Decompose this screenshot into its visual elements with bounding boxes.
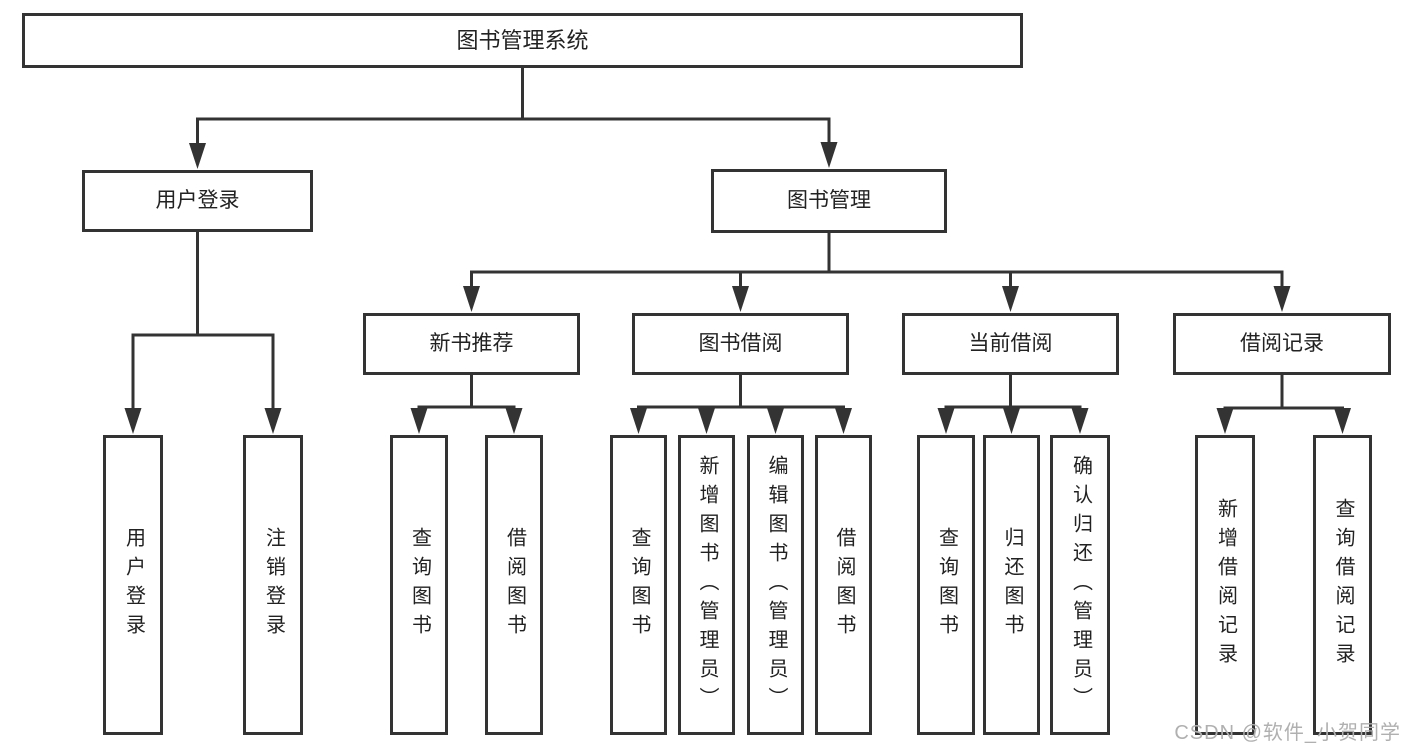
arrowhead-icon <box>1216 408 1234 434</box>
arrowhead-icon <box>463 286 480 312</box>
arrowhead-icon <box>630 408 647 434</box>
node-user-login: 用户登录 <box>82 170 313 232</box>
arrowhead-icon <box>410 408 428 434</box>
node-book-borrowing: 图书借阅 <box>632 313 849 375</box>
arrowhead-icon <box>732 286 749 312</box>
arrowhead-icon <box>1071 408 1089 434</box>
arrowhead-icon <box>835 408 852 434</box>
node-cb-confirm-return: 确认归还（管理员） <box>1050 435 1110 735</box>
node-bb-add-book: 新增图书（管理员） <box>678 435 735 735</box>
node-logout: 注销登录 <box>243 435 303 735</box>
node-book-management: 图书管理 <box>711 169 947 233</box>
arrowhead-icon <box>698 408 715 434</box>
arrowhead-icon <box>505 408 523 434</box>
arrowhead-icon <box>264 408 282 434</box>
node-cb-query-book: 查询图书 <box>917 435 975 735</box>
arrowhead-icon <box>767 408 784 434</box>
arrowhead-icon <box>189 143 206 169</box>
arrowhead-icon <box>937 408 955 434</box>
node-nbr-borrow-book: 借阅图书 <box>485 435 543 735</box>
arrowhead-icon <box>1334 408 1351 434</box>
node-root: 图书管理系统 <box>22 13 1023 68</box>
node-cb-return-book: 归还图书 <box>983 435 1040 735</box>
node-borrow-records: 借阅记录 <box>1173 313 1391 375</box>
node-bb-edit-book: 编辑图书（管理员） <box>747 435 804 735</box>
arrowhead-icon <box>1273 286 1291 312</box>
node-new-book-recommend: 新书推荐 <box>363 313 580 375</box>
node-login: 用户登录 <box>103 435 163 735</box>
watermark-text: CSDN @软件_小贺同学 <box>1174 722 1401 744</box>
arrowhead-icon <box>1002 286 1019 312</box>
arrowhead-icon <box>124 408 142 434</box>
node-br-add-record: 新增借阅记录 <box>1195 435 1255 735</box>
arrowhead-icon <box>1003 408 1020 434</box>
node-nbr-query-book: 查询图书 <box>390 435 448 735</box>
arrowhead-icon <box>820 142 838 168</box>
node-bb-borrow-book: 借阅图书 <box>815 435 872 735</box>
node-current-borrowing: 当前借阅 <box>902 313 1119 375</box>
node-bb-query-book: 查询图书 <box>610 435 667 735</box>
node-br-query-record: 查询借阅记录 <box>1313 435 1372 735</box>
